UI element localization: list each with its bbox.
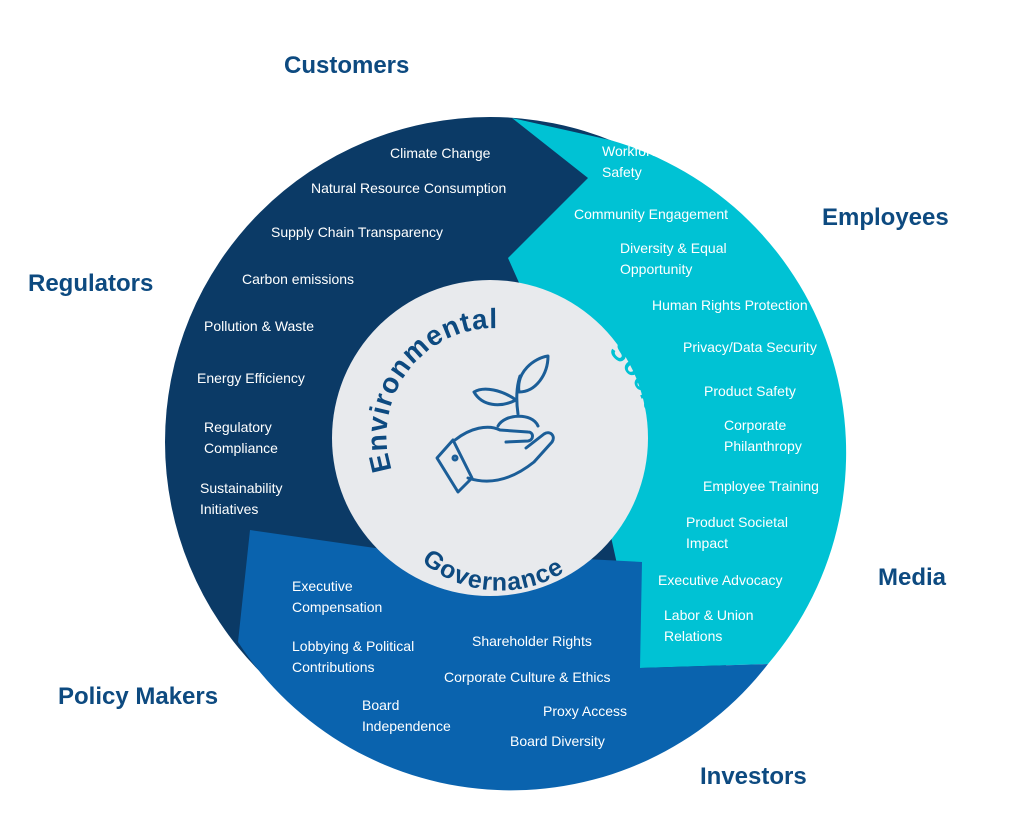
- stakeholder-policy-makers: Policy Makers: [58, 683, 219, 710]
- social-segment: [508, 118, 847, 668]
- social-item: Privacy/Data Security: [683, 339, 817, 355]
- environmental-item: Pollution & Waste: [204, 318, 314, 334]
- center-circle: [332, 280, 648, 596]
- governance-item: Proxy Access: [543, 703, 627, 719]
- hand-holding-plant-icon: [435, 354, 555, 494]
- stakeholder-customers: Customers: [284, 52, 410, 79]
- governance-item: Shareholder Rights: [472, 633, 592, 649]
- social-item: Human Rights Protection: [652, 297, 808, 313]
- stakeholder-regulators: Regulators: [28, 270, 154, 297]
- environmental-item: Natural Resource Consumption: [311, 180, 506, 196]
- stakeholder-employees: Employees: [822, 204, 949, 231]
- environmental-item: Climate Change: [390, 145, 491, 161]
- social-item: Executive Advocacy: [658, 572, 783, 588]
- governance-item: Board Diversity: [510, 733, 605, 749]
- environmental-item: Supply Chain Transparency: [271, 224, 443, 240]
- stakeholder-investors: Investors: [700, 763, 807, 790]
- environmental-item: Energy Efficiency: [197, 370, 305, 386]
- social-item: Employee Training: [703, 478, 819, 494]
- social-item: Community Engagement: [574, 206, 728, 222]
- stakeholder-media: Media: [878, 564, 947, 591]
- governance-item: Corporate Culture & Ethics: [444, 669, 611, 685]
- governance-segment: [238, 530, 768, 791]
- environmental-item: Carbon emissions: [242, 271, 354, 287]
- social-item: Product Safety: [704, 383, 796, 399]
